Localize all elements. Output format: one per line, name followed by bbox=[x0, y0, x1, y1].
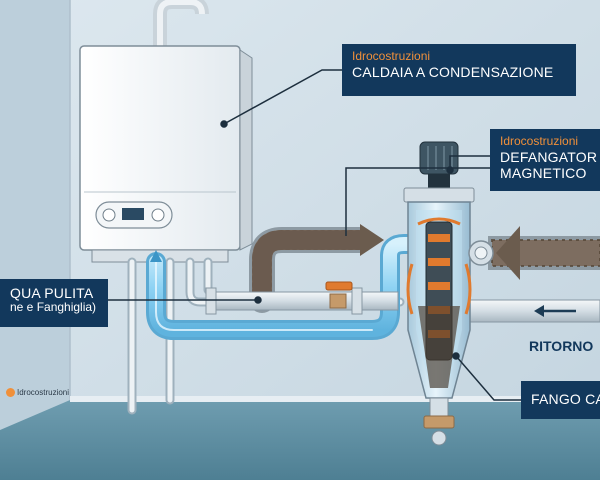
side-wall bbox=[0, 0, 70, 430]
valve-handle bbox=[325, 281, 353, 291]
right-pipes bbox=[469, 226, 600, 323]
water-arrow-up bbox=[150, 250, 162, 262]
brand-logo: Idrocostruzioni bbox=[6, 388, 69, 397]
supply-pipe bbox=[205, 281, 399, 315]
skirting-board bbox=[70, 396, 600, 402]
return-label: RITORNO bbox=[529, 338, 594, 354]
logo-mark-icon bbox=[6, 388, 15, 397]
magnetic-separator bbox=[403, 141, 494, 446]
leader-lines bbox=[108, 69, 521, 401]
clean-water-callout-line1: QUA PULITA bbox=[10, 285, 94, 301]
boiler-callout: Idrocostruzioni CALDAIA A CONDENSAZIONE bbox=[342, 44, 576, 96]
separator-callout-line2: MAGNETICO bbox=[500, 164, 587, 181]
clean-water-pipe bbox=[146, 234, 424, 340]
separator-callout-line1: DEFANGATOR bbox=[500, 148, 598, 165]
separator-callout-brand: Idrocostruzioni bbox=[500, 134, 579, 148]
sludge-callout-text: FANGO CA bbox=[531, 391, 600, 407]
drain-valve bbox=[423, 415, 455, 429]
clean-water-callout: QUA PULITA ne e Fanghiglia) bbox=[0, 279, 108, 327]
clean-water-callout-line2: ne e Fanghiglia) bbox=[10, 300, 97, 315]
sludge-callout: FANGO CA bbox=[521, 381, 600, 419]
boiler-callout-title: CALDAIA A CONDENSAZIONE bbox=[352, 63, 554, 80]
floor bbox=[0, 400, 600, 480]
boiler-unit bbox=[79, 45, 253, 263]
dirty-inlet-pipe bbox=[249, 224, 384, 313]
separator-callout: Idrocostruzioni DEFANGATOR MAGNETICO bbox=[490, 129, 600, 191]
logo-text: Idrocostruzioni bbox=[17, 388, 70, 397]
boiler-callout-brand: Idrocostruzioni bbox=[352, 49, 431, 63]
